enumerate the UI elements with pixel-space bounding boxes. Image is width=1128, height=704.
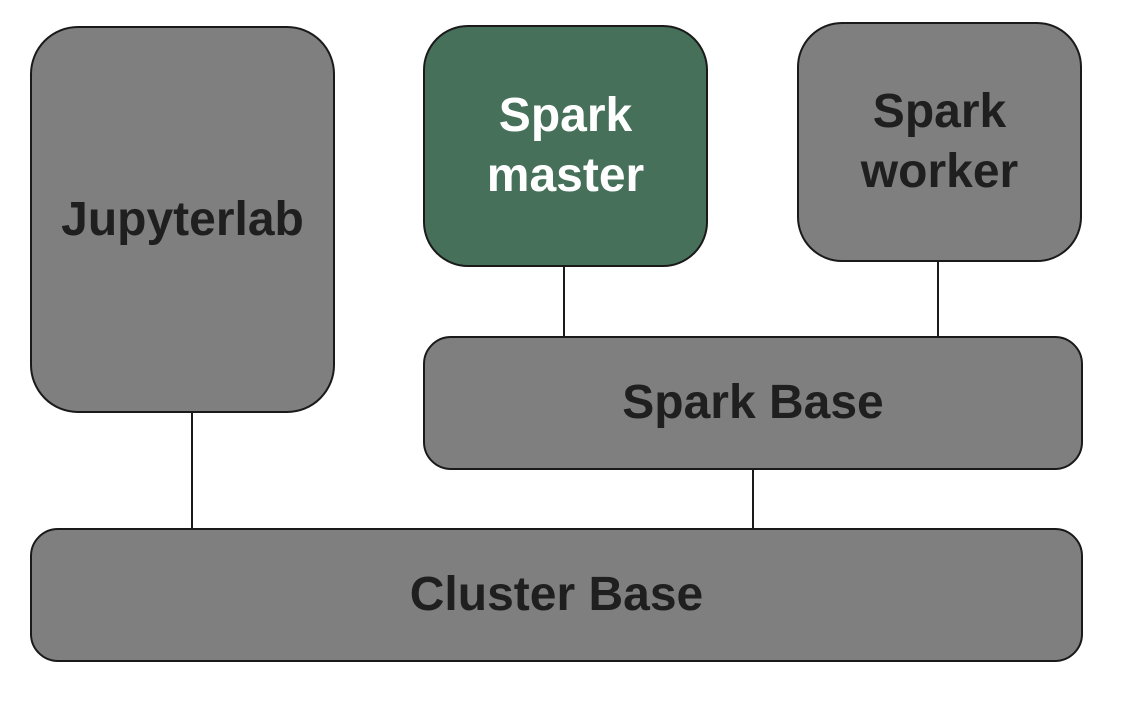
node-spark-master: Spark master [423,25,708,267]
node-jupyterlab-label: Jupyterlab [61,192,304,246]
node-cluster-base: Cluster Base [30,528,1083,662]
edge-spark-base-to-cluster-base [752,467,754,531]
edge-spark-master-to-spark-base [563,264,565,339]
edge-jupyterlab-to-cluster-base [191,410,193,531]
node-cluster-base-label: Cluster Base [409,568,704,621]
node-spark-base-label: Spark Base [622,376,884,429]
node-spark-master-label: Spark [498,89,633,142]
node-jupyterlab: Jupyterlab [30,26,335,413]
edge-spark-worker-to-spark-base [937,259,939,339]
node-spark-worker-label: Spark [872,85,1007,138]
node-spark-base: Spark Base [423,336,1083,470]
node-spark-worker-label-line2: worker [860,145,1019,198]
node-spark-master-label-line2: master [486,149,645,202]
node-spark-worker: Spark worker [797,22,1082,262]
